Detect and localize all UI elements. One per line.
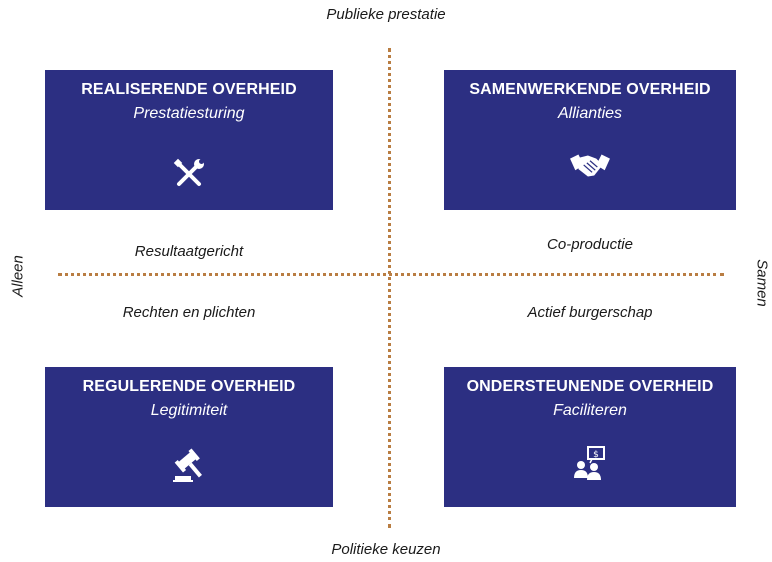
horizontal-divider — [58, 273, 724, 276]
svg-text:$: $ — [593, 450, 599, 460]
box-title: REALISERENDE OVERHEID — [81, 81, 297, 98]
box-subtitle: Prestatiesturing — [133, 105, 245, 122]
quadrant-label-bottom-right: Actief burgerschap — [527, 304, 653, 321]
quadrant-label-top-left: Resultaatgericht — [134, 243, 244, 260]
quadrant-label-bottom-left: Rechten en plichten — [122, 304, 256, 321]
gavel-icon — [173, 448, 202, 482]
box-ondersteunende-overheid: ONDERSTEUNENDE OVERHEID Faciliteren $ — [444, 367, 736, 507]
box-title: SAMENWERKENDE OVERHEID — [469, 81, 711, 98]
box-subtitle: Allianties — [557, 105, 623, 122]
box-subtitle: Faciliteren — [553, 402, 627, 419]
tools-icon — [173, 158, 204, 186]
box-subtitle: Legitimiteit — [150, 402, 228, 419]
box-regulerende-overheid: REGULERENDE OVERHEID Legitimiteit — [45, 367, 333, 507]
quadrant-label-top-right: Co-productie — [547, 236, 633, 253]
axis-label-left: Alleen — [9, 255, 27, 297]
axis-label-right: Samen — [753, 259, 771, 307]
box-title: ONDERSTEUNENDE OVERHEID — [466, 378, 714, 395]
axis-label-bottom: Politieke keuzen — [331, 541, 441, 558]
box-title: REGULERENDE OVERHEID — [82, 378, 296, 395]
handshake-icon — [570, 154, 610, 177]
box-samenwerkende-overheid: SAMENWERKENDE OVERHEID Allianties — [444, 70, 736, 210]
axis-label-top: Publieke prestatie — [326, 6, 446, 23]
vertical-divider — [388, 48, 391, 528]
box-realiserende-overheid: REALISERENDE OVERHEID Prestatiesturing — [45, 70, 333, 210]
people-presentation-icon: $ — [574, 446, 605, 480]
